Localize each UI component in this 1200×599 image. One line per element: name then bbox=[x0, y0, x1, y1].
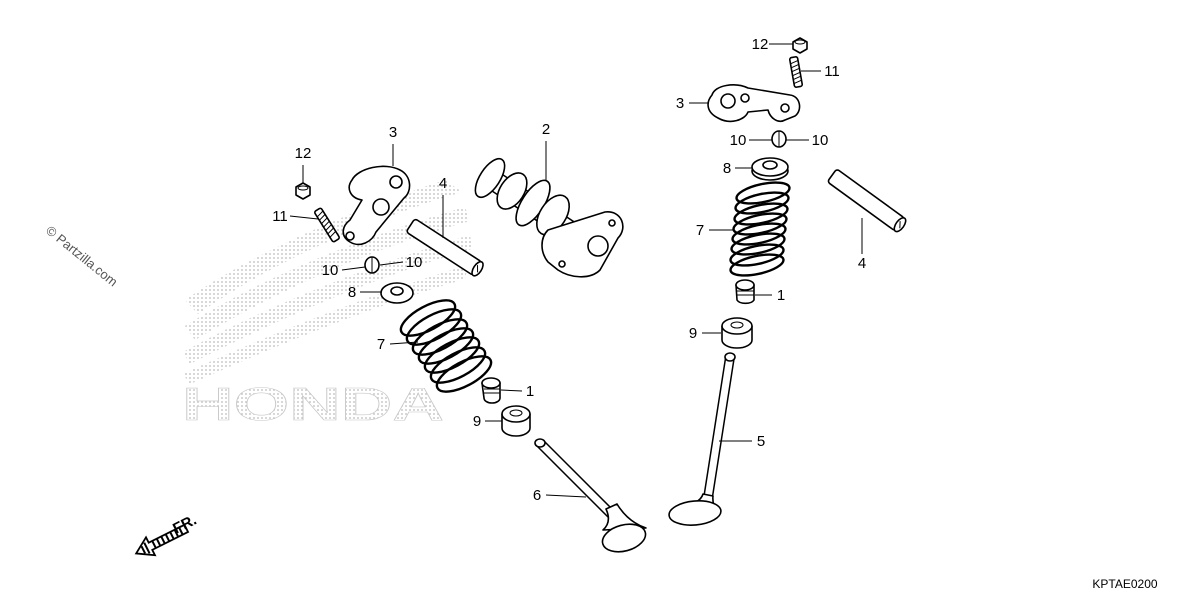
callout-right-cotter-b: 10 bbox=[812, 132, 829, 149]
right-valve-cotter-part bbox=[771, 130, 787, 148]
left-spring-seat-part bbox=[501, 405, 531, 437]
callout-right-retainer: 8 bbox=[723, 160, 731, 177]
left-spring-retainer-part bbox=[380, 282, 414, 304]
leader-left-stud bbox=[289, 215, 319, 220]
callout-left-shaft: 4 bbox=[439, 175, 447, 192]
leader-left-seal bbox=[500, 389, 523, 392]
callout-right-valve: 5 bbox=[757, 433, 765, 450]
right-rocker-shaft-part bbox=[827, 169, 907, 233]
leader-left-spring bbox=[389, 341, 419, 345]
right-adjusting-stud-part bbox=[788, 56, 804, 88]
callout-left-seal: 1 bbox=[526, 383, 534, 400]
callout-left-nut: 12 bbox=[295, 145, 312, 162]
callout-left-valve: 6 bbox=[533, 487, 541, 504]
brand-text-watermark: HONDA bbox=[182, 378, 444, 430]
right-nut-part bbox=[792, 37, 808, 54]
camshaft-part bbox=[474, 157, 624, 278]
callout-right-stud: 11 bbox=[824, 63, 840, 80]
callout-left-seat: 9 bbox=[473, 413, 481, 430]
diagram-code: KPTAE0200 bbox=[1092, 577, 1157, 591]
right-stem-seal-part bbox=[735, 279, 755, 305]
wing-band-2 bbox=[185, 207, 470, 340]
wing-band-1 bbox=[185, 180, 462, 314]
callout-left-cotter-a: 10 bbox=[322, 262, 339, 279]
front-direction-arrow-icon bbox=[134, 523, 190, 557]
copyright-watermark: © Partzilla.com bbox=[43, 223, 121, 290]
right-valve-part bbox=[668, 352, 736, 526]
callout-camshaft: 2 bbox=[542, 121, 550, 138]
leader-left-cotter-a bbox=[341, 266, 366, 271]
callout-left-spring: 7 bbox=[377, 336, 385, 353]
callout-right-cotter-a: 10 bbox=[730, 132, 747, 149]
leader-left-valve bbox=[545, 494, 587, 498]
callout-left-retainer: 8 bbox=[348, 284, 356, 301]
leader-left-cotter-b bbox=[379, 261, 404, 266]
right-spring-seat-part bbox=[721, 317, 753, 349]
right-spring-retainer-part bbox=[751, 157, 789, 181]
left-rocker-arm-part bbox=[342, 165, 411, 246]
left-adjusting-stud-part bbox=[314, 207, 340, 243]
left-valve-cotter-part bbox=[364, 256, 380, 274]
callout-right-seal: 1 bbox=[777, 287, 785, 304]
wing-band-3 bbox=[183, 235, 472, 364]
callout-right-nut: 12 bbox=[752, 36, 769, 53]
callout-right-seat: 9 bbox=[689, 325, 697, 342]
right-valve-spring-part bbox=[729, 181, 791, 277]
left-stem-seal-part bbox=[481, 377, 501, 404]
callout-right-rocker-arm: 3 bbox=[676, 95, 684, 112]
callout-left-cotter-b: 10 bbox=[406, 254, 423, 271]
callout-right-shaft: 4 bbox=[858, 255, 866, 272]
left-rocker-shaft-part bbox=[406, 218, 484, 277]
left-valve-spring-part bbox=[399, 299, 493, 393]
right-rocker-arm-part bbox=[707, 84, 801, 123]
left-valve-part bbox=[534, 438, 647, 553]
callout-left-rocker-arm: 3 bbox=[389, 124, 397, 141]
callout-left-stud: 11 bbox=[272, 208, 288, 225]
callout-right-spring: 7 bbox=[696, 222, 704, 239]
left-nut-part bbox=[295, 182, 311, 200]
